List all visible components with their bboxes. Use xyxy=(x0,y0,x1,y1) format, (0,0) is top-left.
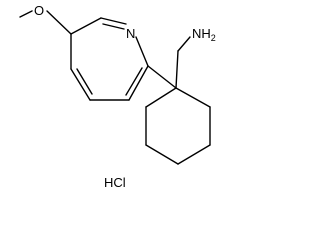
ring-bond-n-c2 xyxy=(135,36,149,67)
ring-bond-c6-n xyxy=(100,17,127,25)
nitrogen-atom-label: N xyxy=(126,26,135,41)
aminomethyl-group xyxy=(175,36,191,89)
salt-label: HCl xyxy=(104,175,126,190)
ring-double-bond-c6-n xyxy=(102,23,125,30)
pyridine-ring xyxy=(70,17,149,101)
amine-label: NH2 xyxy=(192,26,216,43)
ring-double-bond-c2-c3 xyxy=(125,67,143,96)
ch2-n-bond xyxy=(177,36,191,52)
ring-bond-c5-c6 xyxy=(70,17,102,35)
chemical-structure-diagram: O N NH2 HCl xyxy=(19,3,216,190)
cyclohexane-bond-6 xyxy=(145,87,177,108)
amine-nh-text: NH xyxy=(192,26,211,41)
ring-bond-c2-c3 xyxy=(128,65,149,101)
amine-subscript: 2 xyxy=(211,33,216,43)
o-ring-bond xyxy=(46,10,72,35)
ring-double-bond-c4-c5 xyxy=(76,68,93,95)
cyclohexane-bond-4 xyxy=(145,144,179,165)
cyclohexane-ring xyxy=(145,87,211,165)
quaternary-ch2-bond xyxy=(175,50,179,89)
pyridine-cyclohexane-bond xyxy=(147,65,177,89)
cyclohexane-bond-3 xyxy=(177,144,211,165)
oxygen-atom-label: O xyxy=(34,3,44,18)
ring-bond-c4-c5 xyxy=(70,68,91,101)
cyclohexane-bond-1 xyxy=(175,87,211,108)
methyl-o-bond xyxy=(19,10,33,18)
methoxy-group xyxy=(19,10,72,35)
